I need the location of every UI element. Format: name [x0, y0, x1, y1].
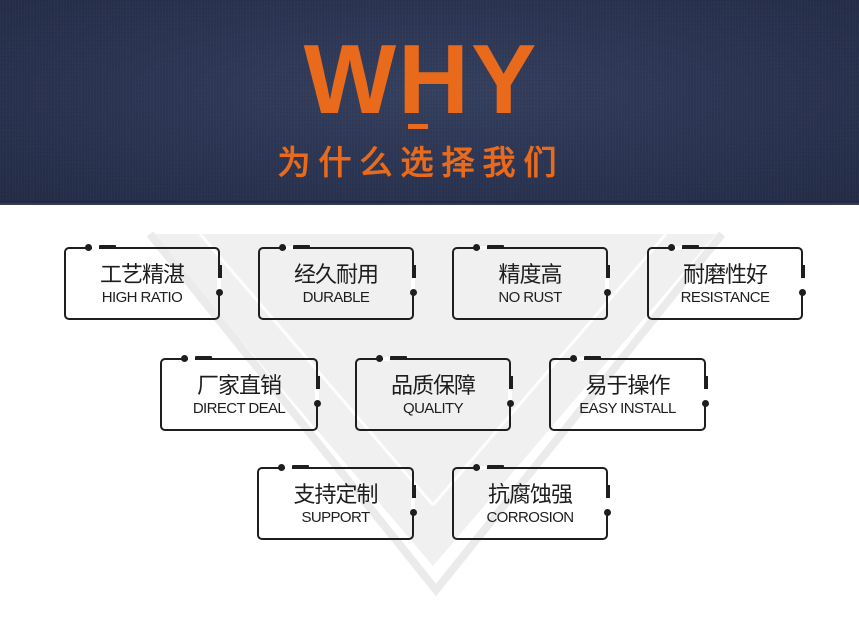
- feature-title-cn: 工艺精湛: [99, 263, 185, 288]
- feature-title-cn: 易于操作: [585, 374, 670, 399]
- feature-title-cn: 精度高: [498, 263, 562, 288]
- feature-title-en: NO RUST: [498, 289, 562, 306]
- feature-card-corrosion: 抗腐蚀强 CORROSION: [452, 464, 611, 540]
- dash-icon: [195, 356, 212, 360]
- feature-card-no-rust: 精度高 NO RUST: [452, 244, 611, 320]
- dot-icon: [410, 289, 417, 296]
- feature-card-high-ratio: 工艺精湛 HIGH RATIO: [64, 244, 223, 320]
- dot-icon: [216, 289, 223, 296]
- dot-icon: [314, 400, 321, 407]
- dot-icon: [279, 244, 286, 251]
- feature-title-en: EASY INSTALL: [579, 400, 676, 417]
- feature-title-cn: 厂家直销: [196, 374, 282, 399]
- dot-icon: [473, 464, 480, 471]
- dash-icon: [682, 245, 699, 249]
- dot-icon: [668, 244, 675, 251]
- header-banner: [0, 0, 859, 205]
- feature-title-en: QUALITY: [403, 400, 464, 417]
- dash-icon: [390, 356, 407, 360]
- feature-title-cn: 抗腐蚀强: [487, 483, 573, 508]
- subtitle: 为什么选择我们: [277, 143, 565, 182]
- dot-icon: [473, 244, 480, 251]
- feature-title-en: SUPPORT: [301, 509, 370, 526]
- feature-card-resistance: 耐磨性好 RESISTANCE: [647, 244, 806, 320]
- dot-icon: [702, 400, 709, 407]
- feature-card-direct-deal: 厂家直销 DIRECT DEAL: [160, 355, 321, 431]
- feature-card-durable: 经久耐用 DURABLE: [258, 244, 417, 320]
- dot-icon: [278, 464, 285, 471]
- dash-icon: [487, 465, 504, 469]
- dot-icon: [799, 289, 806, 296]
- feature-title-cn: 耐磨性好: [682, 263, 768, 288]
- dot-icon: [604, 509, 611, 516]
- dot-icon: [604, 289, 611, 296]
- dash-icon: [293, 245, 310, 249]
- feature-title-en: DURABLE: [302, 289, 370, 306]
- dot-icon: [570, 355, 577, 362]
- dot-icon: [85, 244, 92, 251]
- feature-title-en: HIGH RATIO: [101, 289, 183, 306]
- feature-title-en: DIRECT DEAL: [192, 400, 286, 417]
- feature-card-quality: 品质保障 QUALITY: [355, 355, 514, 431]
- header-divider: [0, 201, 859, 205]
- feature-title-cn: 支持定制: [293, 483, 378, 508]
- feature-title-cn: 品质保障: [390, 374, 476, 399]
- feature-title-en: CORROSION: [486, 509, 574, 526]
- feature-title-cn: 经久耐用: [293, 263, 379, 288]
- why-title: WHY: [303, 24, 539, 134]
- title-underline-dash: [408, 124, 428, 129]
- dash-icon: [292, 465, 309, 469]
- dash-icon: [487, 245, 504, 249]
- feature-card-support: 支持定制 SUPPORT: [257, 464, 417, 540]
- dot-icon: [507, 400, 514, 407]
- feature-title-en: RESISTANCE: [680, 289, 770, 306]
- feature-card-easy-install: 易于操作 EASY INSTALL: [549, 355, 709, 431]
- dash-icon: [99, 245, 116, 249]
- dash-icon: [584, 356, 601, 360]
- dot-icon: [181, 355, 188, 362]
- dot-icon: [410, 509, 417, 516]
- dot-icon: [376, 355, 383, 362]
